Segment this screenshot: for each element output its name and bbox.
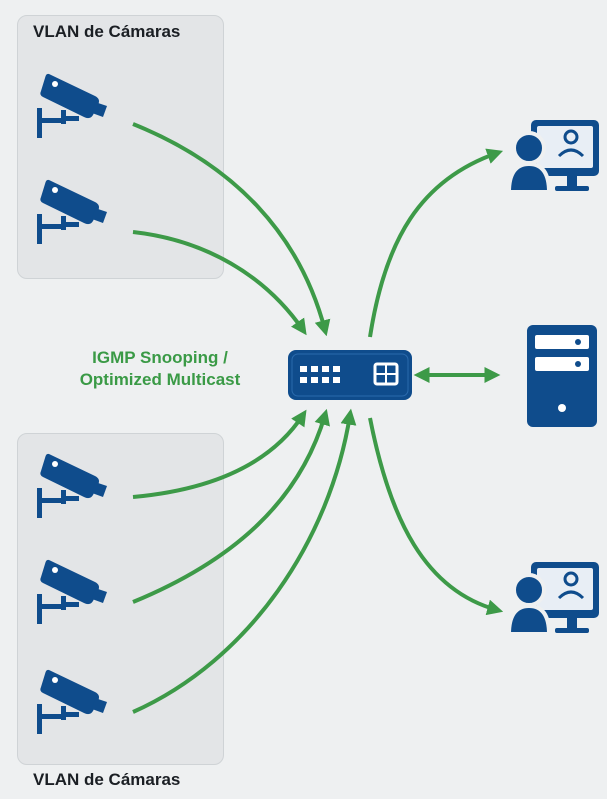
network-switch-icon <box>288 350 412 400</box>
camera-icon <box>37 453 108 518</box>
camera-icon <box>37 669 108 734</box>
igmp-label-line1: IGMP Snooping / <box>92 348 228 367</box>
arrow-camera4-to-switch <box>132 408 330 604</box>
igmp-label-line2: Optimized Multicast <box>79 370 241 389</box>
vlan-group-top <box>17 15 224 279</box>
igmp-snooping-label: IGMP Snooping / Optimized Multicast <box>40 347 280 391</box>
camera-icon <box>37 73 108 138</box>
arrow-camera2-to-switch <box>132 230 307 336</box>
arrow-switch-to-user-top <box>368 148 504 338</box>
arrow-camera3-to-switch <box>132 409 307 499</box>
arrow-switch-to-user-bottom <box>368 417 504 616</box>
vlan-label-top: VLAN de Cámaras <box>33 22 181 41</box>
arrow-camera1-to-switch <box>132 122 331 337</box>
user-monitor-icon <box>507 560 601 636</box>
camera-icon <box>37 559 108 624</box>
camera-icon <box>37 179 108 244</box>
user-monitor-icon <box>507 118 601 194</box>
server-icon <box>527 325 597 427</box>
vlan-label-bottom: VLAN de Cámaras <box>33 770 181 789</box>
arrow-camera5-to-switch <box>132 408 357 714</box>
